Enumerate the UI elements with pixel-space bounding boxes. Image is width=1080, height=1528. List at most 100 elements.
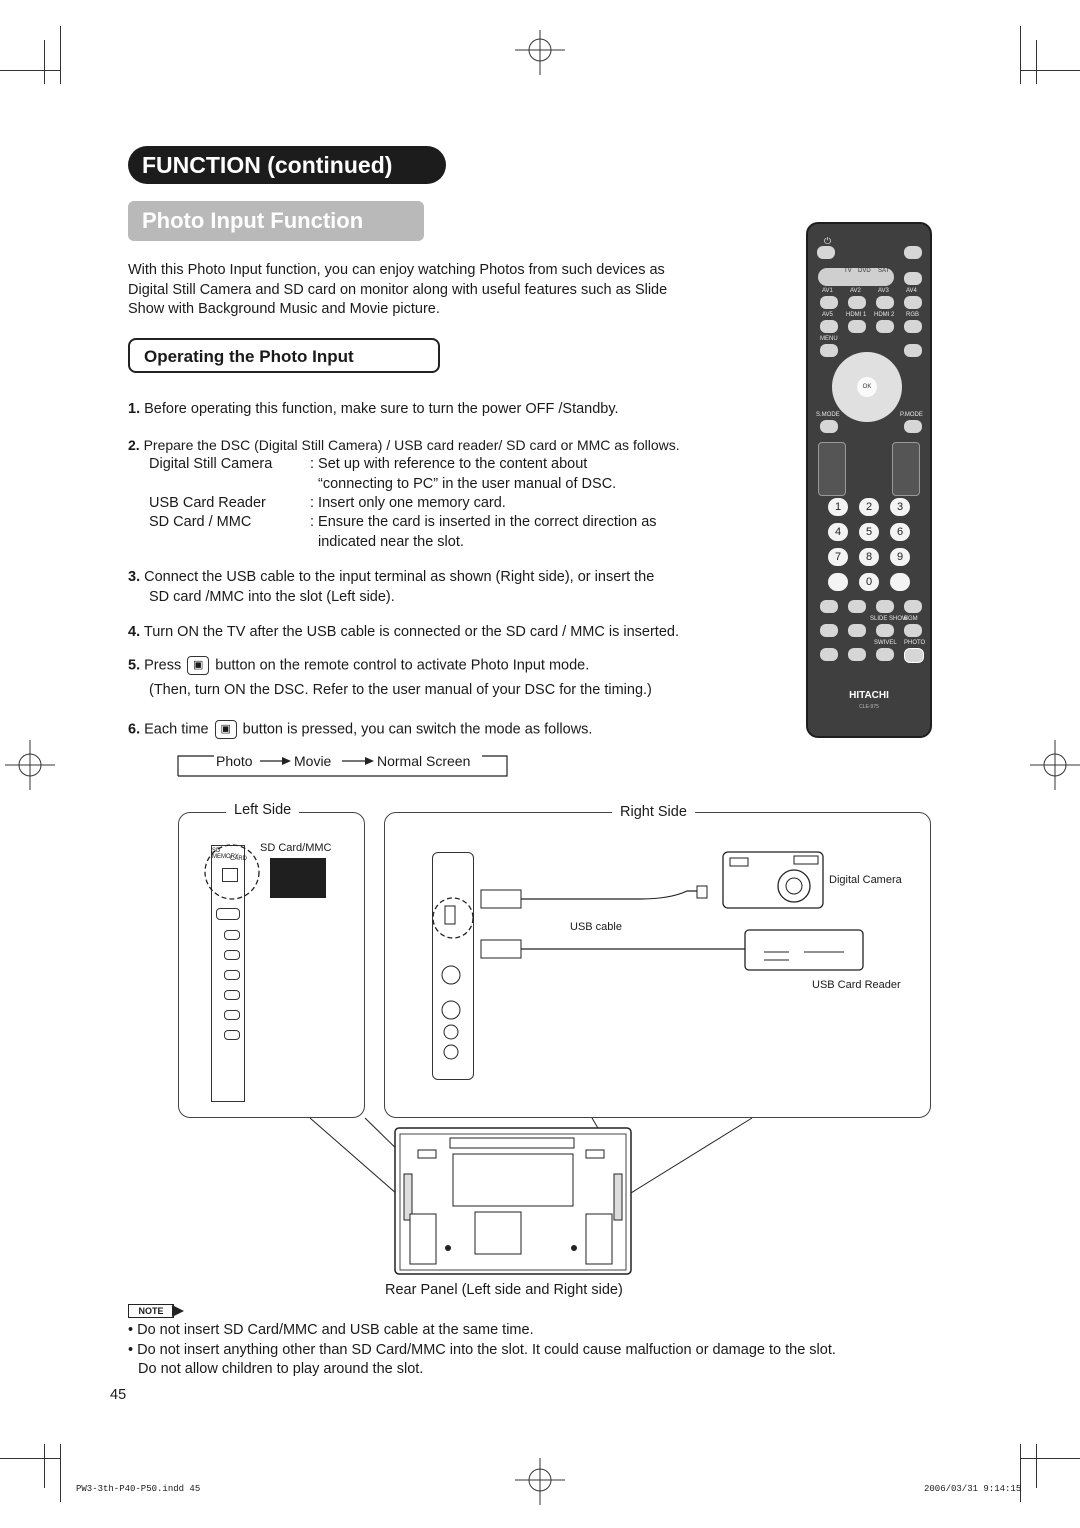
remote-label: SAT: [878, 268, 890, 274]
step-text: Before operating this function, make sur…: [144, 401, 619, 417]
step-text: Connect the USB cable to the input termi…: [144, 569, 655, 585]
digital-camera-icon: [722, 851, 824, 909]
step-number: 5.: [128, 657, 141, 674]
step-number: 3.: [128, 569, 141, 585]
remote-key-2: 2: [859, 498, 879, 516]
remote-label: PHOTO: [904, 640, 926, 646]
crop-mark: [1020, 1458, 1080, 1459]
device-desc: indicated near the slot.: [318, 534, 464, 550]
remote-button: [904, 420, 922, 433]
side-button: [224, 950, 240, 960]
registration-mark: [1030, 740, 1080, 790]
step-text: button is pressed, you can switch the mo…: [242, 721, 593, 738]
sd-card-callout: [204, 844, 326, 900]
crop-mark: [44, 1444, 45, 1488]
remote-label: AV1: [822, 288, 833, 294]
remote-key-1: 1: [828, 498, 848, 516]
remote-label: P.MODE: [900, 412, 923, 418]
source-select-area: [818, 268, 894, 286]
remote-label: AV3: [878, 288, 889, 294]
step-6: 6. Each time ▣ button is pressed, you ca…: [128, 720, 788, 740]
side-button: [224, 970, 240, 980]
remote-button: [876, 648, 894, 661]
remote-button: [848, 296, 866, 309]
remote-button: [820, 420, 838, 433]
intro-paragraph: With this Photo Input function, you can …: [128, 261, 768, 320]
step-4: 4. Turn ON the TV after the USB cable is…: [128, 623, 788, 643]
remote-label: HDMI 1: [846, 312, 867, 318]
remote-key-5: 5: [859, 523, 879, 541]
card-label: CARD: [230, 856, 248, 862]
notes-list: • Do not insert SD Card/MMC and USB cabl…: [128, 1321, 928, 1380]
intro-line: Show with Background Music and Movie pic…: [128, 301, 440, 317]
remote-key-info: [890, 573, 910, 591]
remote-label: DVD: [858, 268, 871, 274]
remote-button: [820, 296, 838, 309]
remote-label: MENU: [820, 336, 838, 342]
registration-mark: [515, 30, 565, 75]
note-text: Do not insert anything other than SD Car…: [137, 1341, 836, 1358]
remote-label: HDMI 2: [874, 312, 895, 318]
device-desc: : Set up with reference to the content a…: [310, 456, 588, 472]
power-icon: ⏻: [824, 236, 832, 246]
sd-card-label: SD Card/MMC: [260, 842, 332, 854]
note-text: Do not allow children to play around the…: [138, 1361, 424, 1377]
intro-line: With this Photo Input function, you can …: [128, 262, 665, 278]
remote-key-3: 3: [890, 498, 910, 516]
step-number: 1.: [128, 401, 141, 417]
remote-input-button: [904, 246, 922, 259]
footer-file: PW3-3th-P40-P50.indd 45: [76, 1484, 201, 1494]
remote-key-7: 7: [828, 548, 848, 566]
crop-mark: [1036, 40, 1037, 84]
remote-brand: HITACHI: [849, 690, 889, 701]
device-name: USB Card Reader: [149, 495, 266, 511]
mode-movie: Movie: [294, 753, 332, 769]
usb-card-reader-label: USB Card Reader: [812, 979, 901, 991]
remote-button: [848, 648, 866, 661]
remote-label: RGB: [906, 312, 920, 318]
remote-label: BGM: [904, 616, 918, 622]
remote-button: [820, 624, 838, 637]
remote-label: AV2: [850, 288, 861, 294]
note-item: • Do not insert anything other than SD C…: [128, 1341, 836, 1358]
remote-menu-button: [820, 344, 838, 357]
step-text: button on the remote control to activate…: [215, 657, 590, 674]
mode-normal-screen: Normal Screen: [377, 753, 471, 769]
side-panel-strip: SD MEMORY CARD: [211, 845, 248, 1102]
left-side-label: Left Side: [226, 802, 300, 818]
registration-mark: [5, 740, 55, 790]
remote-button: [904, 272, 922, 285]
note-tag: NOTE: [128, 1304, 174, 1318]
note-item: • Do not insert SD Card/MMC and USB cabl…: [128, 1322, 534, 1338]
step-text: Each time: [144, 721, 209, 738]
device-desc: : Insert only one memory card.: [310, 495, 506, 511]
remote-key-0: 0: [859, 573, 879, 591]
remote-key-6: 6: [890, 523, 910, 541]
note-arrow-icon: [172, 1305, 184, 1317]
step-text: SD card /MMC into the slot (Left side).: [149, 588, 395, 605]
device-desc: : Ensure the card is inserted in the cor…: [310, 514, 657, 530]
remote-button: [876, 600, 894, 613]
remote-label: AV5: [822, 312, 833, 318]
registration-mark: [515, 1458, 565, 1505]
crop-mark: [1020, 26, 1021, 84]
step-2: 2. Prepare the DSC (Digital Still Camera…: [128, 436, 788, 456]
remote-button: [876, 296, 894, 309]
remote-button: [820, 320, 838, 333]
side-button: [224, 990, 240, 1000]
crop-mark: [1036, 1444, 1037, 1488]
remote-button: [876, 320, 894, 333]
channel-rocker: [892, 442, 920, 496]
remote-button: [904, 296, 922, 309]
digital-camera-label: Digital Camera: [829, 874, 902, 886]
usb-card-reader-icon: [744, 929, 864, 971]
remote-ok-button: OK: [857, 377, 877, 397]
crop-mark: [60, 26, 61, 84]
remote-label: S.MODE: [816, 412, 840, 418]
remote-return-button: [904, 344, 922, 357]
remote-control: ⏻ TV DVD SAT AV1 AV2 AV3 AV4 AV5 HDMI 1 …: [806, 222, 932, 738]
remote-key-4: 4: [828, 523, 848, 541]
sd-memory-label: SD MEMORY: [212, 848, 239, 860]
remote-label: AV4: [906, 288, 917, 294]
device-desc: “connecting to PC” in the user manual of…: [318, 476, 617, 492]
